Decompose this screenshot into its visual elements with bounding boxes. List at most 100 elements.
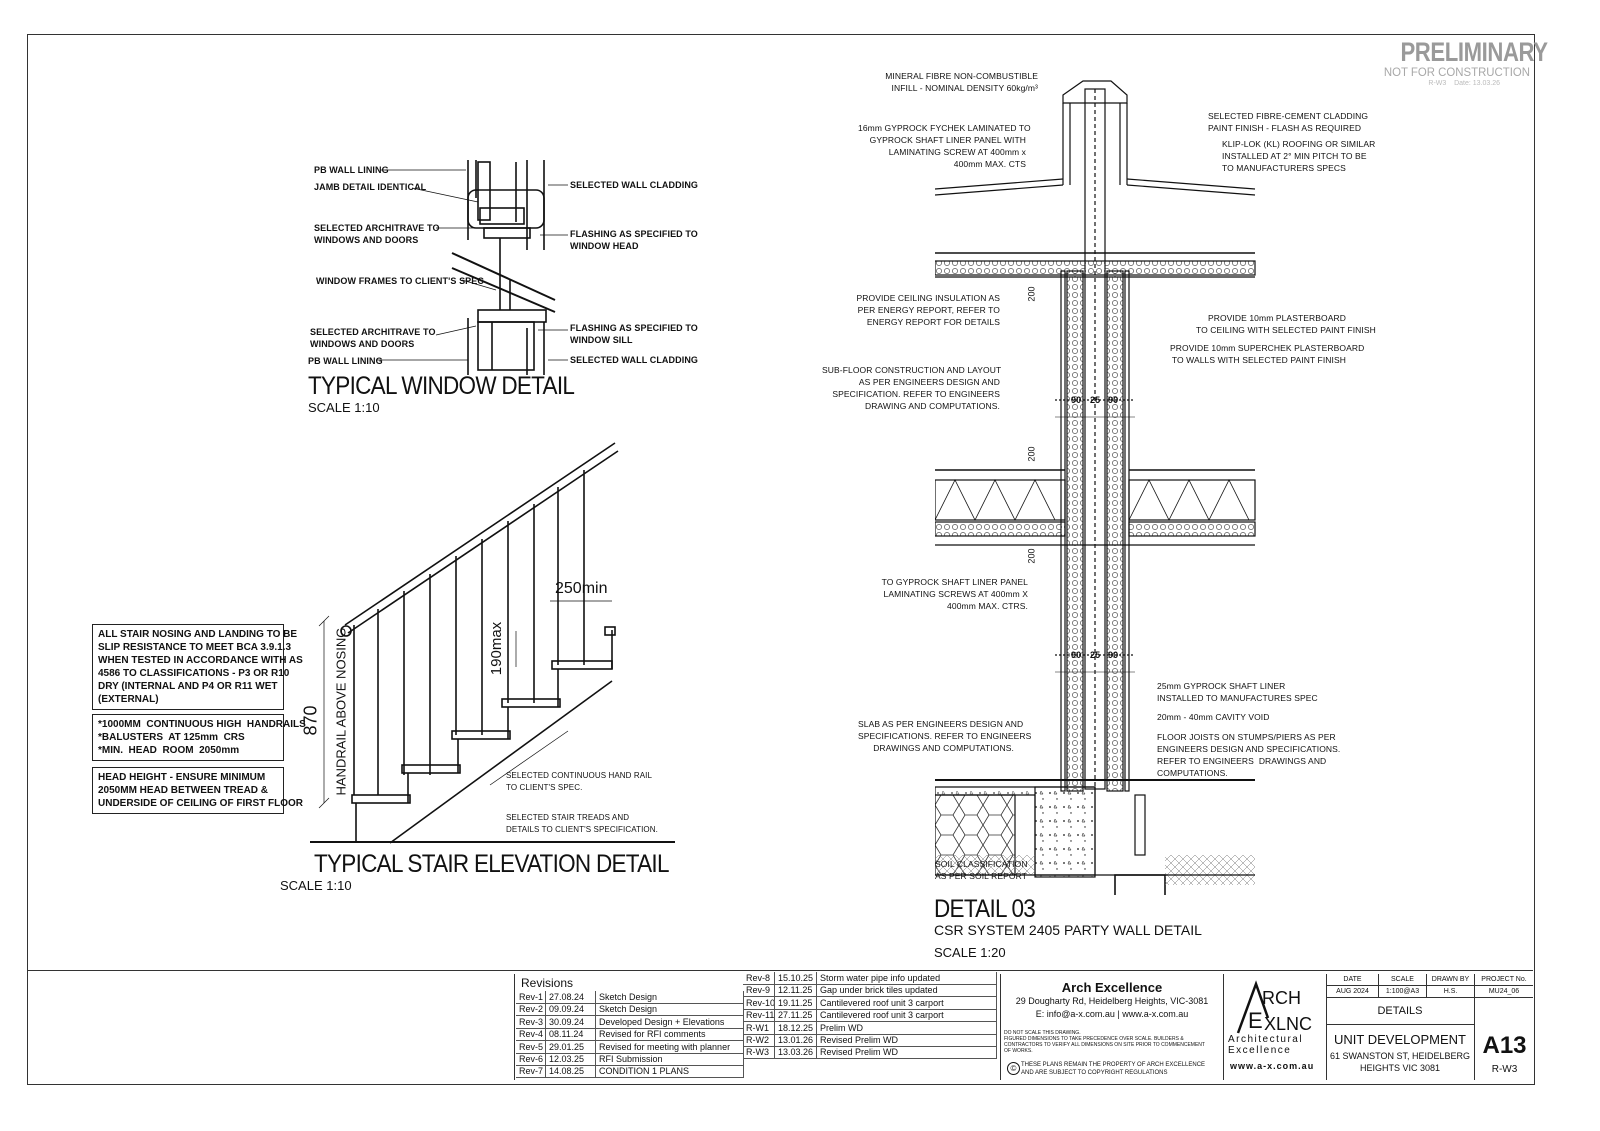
- logo-box: RCH E XLNC Architectural Excellence www.…: [1222, 974, 1327, 1080]
- party-label-laminating-screws: TO GYPROCK SHAFT LINER PANEL LAMINATING …: [881, 577, 1028, 611]
- party-detail-title: DETAIL 03: [934, 895, 1036, 923]
- revision-date: 13.01.26: [775, 1034, 817, 1046]
- revision-description: Cantilevered roof unit 3 carport: [817, 1009, 997, 1022]
- revision-description: Gap under brick tiles updated: [817, 984, 997, 997]
- revision-description: Revised Prelim WD: [817, 1034, 997, 1046]
- revision-date: 27.08.24: [546, 991, 596, 1003]
- revision-date: 12.11.25: [775, 984, 817, 997]
- firm-box: Arch Excellence 29 Dougharty Rd, Heidelb…: [1000, 974, 1224, 1080]
- stair-dim-going: 250min: [555, 580, 608, 597]
- stamp-subtitle: NOT FOR CONSTRUCTION: [1383, 65, 1530, 79]
- party-dim-25-b: 25: [1090, 650, 1101, 660]
- party-dim-90-a: 90: [1071, 395, 1082, 405]
- party-dim-90-c: 90: [1071, 650, 1082, 660]
- party-dim-200-c: 200: [1026, 548, 1037, 564]
- revision-date: 08.11.24: [546, 1028, 596, 1041]
- logo-text: Architectural Excellence: [1228, 1034, 1304, 1056]
- info-header: SCALE: [1378, 974, 1426, 986]
- stamp-title: PRELIMINARY: [1400, 37, 1548, 67]
- info-header: PROJECT No.: [1474, 974, 1533, 986]
- project-cell: UNIT DEVELOPMENT 61 SWANSTON ST, HEIDELB…: [1326, 1024, 1474, 1080]
- sheet-revision: R-W3: [1491, 1064, 1518, 1075]
- stair-detail-drawing: [310, 442, 675, 844]
- arch-excellence-logo: RCH E XLNC: [1236, 980, 1312, 1034]
- party-dim-90-b: 90: [1108, 395, 1119, 405]
- revisions-title: Revisions: [521, 976, 574, 990]
- svg-text:RCH: RCH: [1262, 988, 1301, 1008]
- sheet-no-cell: A13 R-W3: [1474, 998, 1534, 1080]
- logo-url: www.a-x.com.au: [1230, 1061, 1315, 1071]
- revision-description: Storm water pipe info updated: [817, 972, 997, 984]
- window-label-flashing-head: FLASHING AS SPECIFIED TO WINDOW HEAD: [570, 229, 698, 251]
- revision-id: Rev-9: [743, 984, 775, 997]
- revision-date: 09.09.24: [546, 1003, 596, 1016]
- party-label-klip-lok: KLIP-LOK (KL) ROOFING OR SIMILAR INSTALL…: [1222, 139, 1376, 173]
- revision-id: Rev-8: [743, 972, 775, 984]
- revision-date: 27.11.25: [775, 1009, 817, 1022]
- party-detail-subtitle: CSR SYSTEM 2405 PARTY WALL DETAIL: [934, 922, 1202, 938]
- party-label-slab: SLAB AS PER ENGINEERS DESIGN AND SPECIFI…: [858, 719, 1032, 753]
- project-name: UNIT DEVELOPMENT: [1334, 1032, 1466, 1047]
- window-detail-drawing: [376, 160, 568, 375]
- party-detail-scale: SCALE 1:20: [934, 945, 1006, 960]
- revision-id: R-W2: [743, 1034, 775, 1046]
- revision-description: CONDITION 1 PLANS: [596, 1065, 744, 1078]
- revision-id: Rev-1: [516, 991, 546, 1003]
- revision-id: Rev-11: [743, 1009, 775, 1022]
- revision-description: Revised for meeting with planner: [596, 1040, 744, 1053]
- svg-text:XLNC: XLNC: [1264, 1014, 1312, 1034]
- revision-id: Rev-7: [516, 1065, 546, 1078]
- info-header: DATE: [1326, 974, 1378, 986]
- info-header: DRAWN BY: [1426, 974, 1474, 986]
- revision-id: R-W1: [743, 1021, 775, 1034]
- window-label-frames: WINDOW FRAMES TO CLIENT'S SPEC: [316, 276, 484, 286]
- revision-description: Developed Design + Elevations: [596, 1015, 744, 1028]
- window-label-pb-lining-top: PB WALL LINING: [314, 165, 389, 175]
- stair-detail-scale: SCALE 1:10: [280, 878, 352, 893]
- party-dim-200-a: 200: [1026, 286, 1037, 302]
- info-value: 1:100@A3: [1378, 986, 1426, 998]
- revision-date: 29.01.25: [546, 1040, 596, 1053]
- info-value: AUG 2024: [1326, 986, 1378, 998]
- sheet-border: [27, 34, 1535, 1085]
- revision-date: 15.10.25: [775, 972, 817, 984]
- window-label-architrave-top: SELECTED ARCHITRAVE TO WINDOWS AND DOORS: [314, 223, 440, 245]
- revision-date: 18.12.25: [775, 1021, 817, 1034]
- party-label-floor-joists: FLOOR JOISTS ON STUMPS/PIERS AS PER ENGI…: [1157, 732, 1341, 778]
- info-value: H.S.: [1426, 986, 1474, 998]
- revision-id: R-W3: [743, 1046, 775, 1059]
- revision-id: Rev-3: [516, 1015, 546, 1028]
- window-label-cladding-top: SELECTED WALL CLADDING: [570, 180, 699, 190]
- revision-description: Sketch Design: [596, 1003, 744, 1016]
- window-label-flashing-sill: FLASHING AS SPECIFIED TO WINDOW SILL: [570, 323, 698, 345]
- window-label-cladding-bottom: SELECTED WALL CLADDING: [570, 355, 699, 365]
- window-label-architrave-bottom: SELECTED ARCHITRAVE TO WINDOWS AND DOORS: [310, 327, 436, 349]
- stair-note-handrails: *1000MM CONTINUOUS HIGH HANDRAILS *BALUS…: [92, 714, 306, 761]
- firm-copyright: THESE PLANS REMAIN THE PROPERTY OF ARCH …: [1021, 1062, 1206, 1076]
- revision-date: 13.03.26: [775, 1046, 817, 1059]
- revision-date: 30.09.24: [546, 1015, 596, 1028]
- party-label-superchek: PROVIDE 10mm SUPERCHEK PLASTERBOARD TO W…: [1170, 343, 1365, 365]
- party-label-ceiling-insulation: PROVIDE CEILING INSULATION AS PER ENERGY…: [856, 293, 1000, 327]
- revisions-table: Revisions: [514, 974, 999, 1080]
- stair-dim-riser: 190max: [488, 621, 506, 676]
- svg-text:E: E: [1248, 1008, 1263, 1033]
- party-label-fibre-cement: SELECTED FIBRE-CEMENT CLADDING PAINT FIN…: [1208, 111, 1369, 133]
- firm-address: 29 Dougharty Rd, Heidelberg Heights, VIC…: [1015, 996, 1209, 1006]
- revision-date: 14.08.25: [546, 1065, 596, 1078]
- window-detail-title: TYPICAL WINDOW DETAIL: [308, 372, 575, 400]
